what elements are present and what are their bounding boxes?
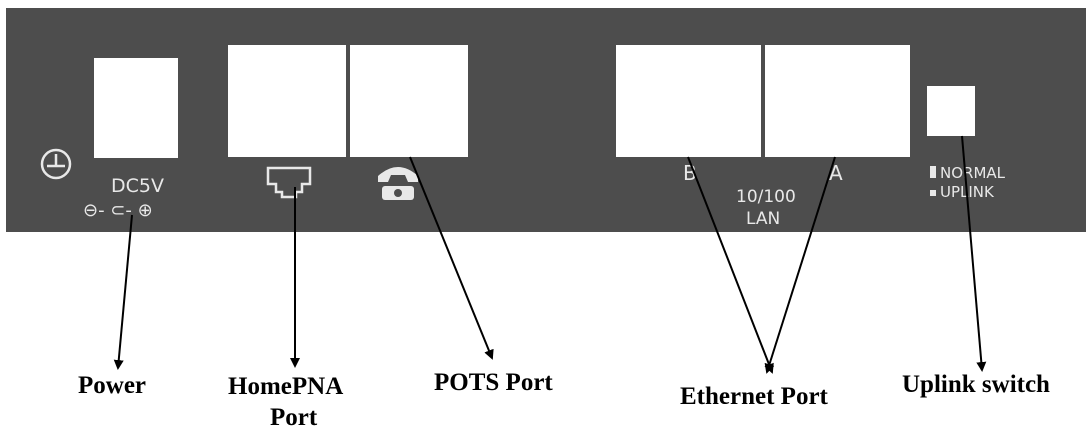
pots-arrow [409,156,494,360]
telephone-icon [378,167,418,200]
normal-position-marker [930,166,936,178]
lan-label: LAN [746,209,780,229]
pots-port[interactable] [350,45,468,157]
pots-callout: POTS Port [434,369,553,396]
switch-normal-label: NORMAL [940,164,1006,182]
ethernet-port-b[interactable] [616,45,761,157]
uplink-callout: Uplink switch [902,371,1050,398]
port-a-label: A [829,161,843,185]
homepna-callout-line1: HomePNA [228,373,343,400]
power-jack[interactable] [94,58,178,158]
uplink-switch[interactable] [927,86,975,136]
power-arrow [113,214,133,370]
uplink-arrow [961,135,987,372]
ethernet-port-a[interactable] [765,45,910,157]
homepna-port[interactable] [228,45,346,157]
power-voltage-label: DC5V [111,175,164,197]
homepna-callout-line2: Port [270,404,318,431]
ethernet-callout: Ethernet Port [680,383,829,410]
power-callout: Power [78,372,146,399]
lan-speed-label: 10/100 [736,187,796,207]
power-polarity-label: ⊖- ⊂- ⊕ [83,200,153,221]
ground-icon [40,148,72,180]
uplink-position-marker [930,190,936,196]
ethernet-arrow-a [764,156,836,374]
port-b-label: B [683,161,697,185]
ethernet-arrow-b [687,156,774,374]
